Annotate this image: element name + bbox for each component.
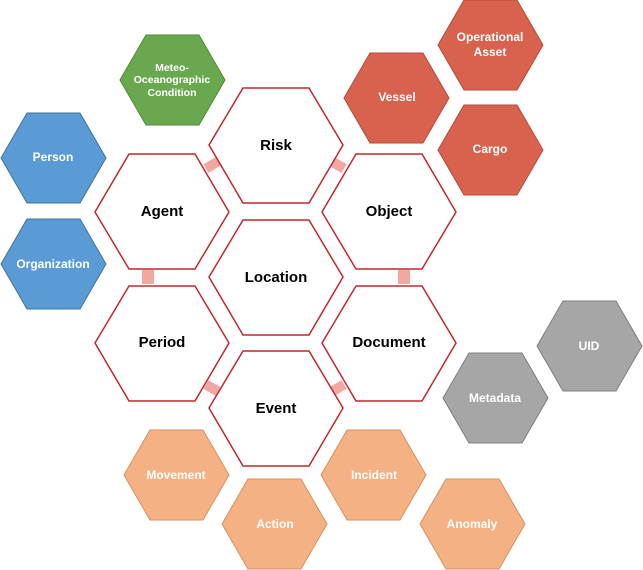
label-uid: UID: [579, 339, 600, 353]
label-location: Location: [245, 269, 308, 286]
connector-period-event: [203, 380, 221, 396]
document-subtypes: [442, 300, 643, 444]
label-meteo-line1: Meteo-: [155, 62, 189, 74]
label-agent: Agent: [141, 203, 184, 220]
hex-incident[interactable]: [320, 429, 427, 521]
label-action: Action: [256, 517, 293, 531]
hex-organization[interactable]: [0, 218, 107, 310]
connector-agent-period: [142, 270, 154, 284]
label-document: Document: [352, 334, 425, 351]
hex-action[interactable]: [221, 478, 328, 570]
event-subtypes: [123, 429, 526, 570]
hex-metadata[interactable]: [442, 352, 549, 444]
label-operational-asset-line2: Asset: [474, 45, 507, 59]
label-incident: Incident: [351, 468, 397, 482]
label-meteo-line2: Oceanographic: [134, 74, 211, 86]
hex-vessel[interactable]: [343, 52, 450, 144]
label-meteo-line3: Condition: [148, 87, 197, 99]
hex-operational-asset[interactable]: [437, 0, 544, 91]
label-movement: Movement: [146, 468, 205, 482]
label-period: Period: [139, 334, 186, 351]
label-cargo: Cargo: [473, 142, 508, 156]
hex-movement[interactable]: [123, 429, 230, 521]
object-subtypes: [343, 0, 544, 196]
hex-agent[interactable]: [94, 153, 230, 270]
hex-person[interactable]: [0, 112, 107, 204]
hex-uid[interactable]: [536, 300, 643, 392]
label-vessel: Vessel: [378, 90, 415, 104]
hex-meteo-oceanographic-condition[interactable]: [119, 34, 226, 126]
label-person: Person: [33, 150, 74, 164]
agent-subtypes: [0, 112, 107, 310]
hex-location[interactable]: [208, 219, 344, 336]
hex-risk[interactable]: [208, 87, 344, 204]
label-anomaly: Anomaly: [447, 517, 498, 531]
core-hexagons: [94, 87, 457, 467]
label-object: Object: [366, 203, 413, 220]
hex-period[interactable]: [94, 285, 230, 402]
hex-document[interactable]: [321, 285, 457, 402]
label-metadata: Metadata: [469, 391, 521, 405]
hex-cargo[interactable]: [437, 104, 544, 196]
label-organization: Organization: [16, 257, 89, 271]
hex-anomaly[interactable]: [419, 478, 526, 570]
connectors: [142, 157, 410, 396]
label-event: Event: [256, 400, 297, 417]
label-operational-asset-line1: Operational: [457, 30, 524, 44]
hex-event[interactable]: [208, 350, 344, 467]
connector-agent-risk: [203, 157, 221, 173]
hex-object[interactable]: [321, 153, 457, 270]
label-risk: Risk: [260, 137, 292, 154]
connector-object-document: [398, 270, 410, 284]
